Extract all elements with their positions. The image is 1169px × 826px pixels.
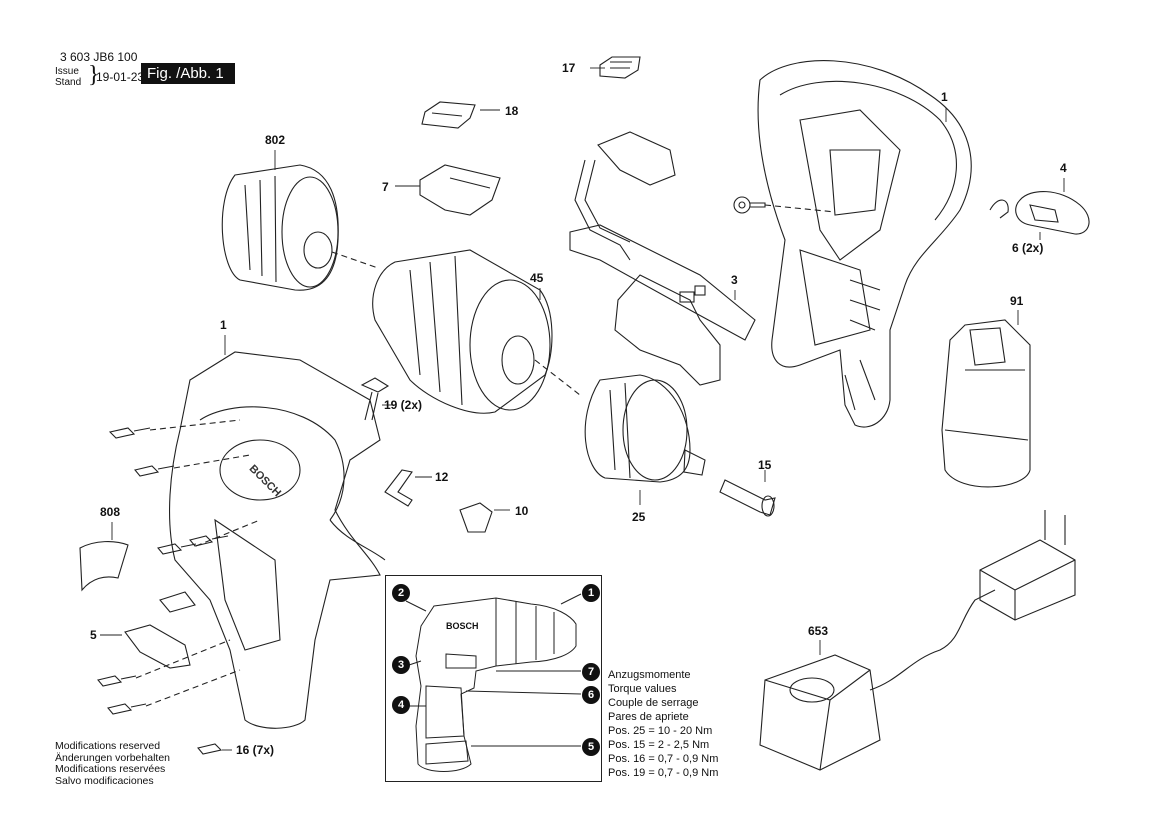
assembly-brand-text: BOSCH [446,621,479,631]
clip-part-5 [124,591,196,669]
screw-housing [733,196,836,214]
inset-badge-7: 7 [582,663,600,681]
housing-right-half [757,60,972,428]
torque-line: Torque values [608,683,677,695]
screw-part-19 [360,377,390,421]
button-part-4 [989,191,1090,235]
issue-date: 19-01-23 [96,70,145,84]
callout-5: 5 [90,628,97,642]
callout-18: 18 [505,104,519,118]
torque-line: Couple de serrage [608,697,699,709]
torque-line: Pos. 19 = 0,7 - 0,9 Nm [608,767,719,779]
motor-part-802 [221,164,379,291]
slider-part-17 [599,56,641,79]
figure-label: Fig. /Abb. 1 [141,63,235,84]
torque-line: Pos. 25 = 10 - 20 Nm [608,725,713,737]
charger-part-653 [759,589,996,771]
callout-45: 45 [530,271,544,285]
torque-line: Pos. 15 = 2 - 2,5 Nm [608,739,710,751]
assembly-inset: BOSCH 1 2 3 4 5 6 7 [385,575,602,782]
cover-part-7 [419,164,501,216]
assembly-chuck-rings [495,598,555,666]
gearbox-part-45 [372,249,581,414]
callout-1-top: 1 [941,90,948,104]
construction-lines [135,419,261,707]
battery-part-91 [941,319,1031,488]
assembly-slot [445,653,477,669]
note-line: Modifications reserved [55,740,161,752]
inset-badge-3: 3 [392,656,410,674]
callout-7: 7 [382,180,389,194]
torque-values: Anzugsmomente Torque values Couple de se… [608,668,718,780]
clip-part-12 [384,469,413,507]
assembly-leaders [405,593,582,747]
chuck-part-25 [584,374,706,483]
torque-line: Anzugsmomente [608,669,691,681]
callout-25: 25 [632,510,646,524]
assembly-battery [425,740,469,765]
callout-6: 6 (2x) [1012,241,1044,255]
callout-15: 15 [758,458,772,472]
screws-part-16 [97,427,229,755]
switch-electronics-part-3 [569,131,756,386]
callout-3: 3 [731,273,738,287]
torque-line: Pares de apriete [608,711,689,723]
callout-1-left: 1 [220,318,227,332]
callout-808: 808 [100,505,121,519]
note-line: Modifications reservées [55,763,166,775]
inset-badge-1: 1 [582,584,600,602]
power-supply [979,510,1076,621]
slider-part-18 [421,101,476,129]
callout-4: 4 [1060,161,1067,175]
issue-stand-labels: Issue Stand [55,66,81,88]
inset-badge-5: 5 [582,738,600,756]
inset-badge-2: 2 [392,584,410,602]
note-line: Salvo modificaciones [55,774,154,787]
stand-label: Stand [55,77,82,88]
assembly-grip [425,685,465,739]
part-code: 3 603 JB6 100 [60,50,138,64]
callout-17: 17 [562,61,576,75]
callout-16: 16 (7x) [236,743,275,757]
assembly-outline [415,597,577,772]
cover-part-808 [79,541,129,592]
modification-notes: Modifications reserved Änderungen vorbeh… [55,740,171,787]
inset-badge-6: 6 [582,686,600,704]
note-line: Änderungen vorbehalten [55,751,171,764]
screw-part-15 [719,479,776,517]
housing-left-half [169,351,386,729]
inset-badge-4: 4 [392,696,410,714]
callout-91: 91 [1010,294,1024,308]
callout-19: 19 (2x) [384,398,423,412]
callout-12: 12 [435,470,449,484]
callout-653: 653 [808,624,829,638]
assembly-drawing [405,593,582,772]
button-part-10 [459,502,493,533]
leader-lines [100,67,1065,751]
brace-glyph: } [88,62,100,88]
callout-802: 802 [265,133,286,147]
issue-label: Issue [55,66,79,77]
torque-line: Pos. 16 = 0,7 - 0,9 Nm [608,753,719,765]
callout-10: 10 [515,504,529,518]
